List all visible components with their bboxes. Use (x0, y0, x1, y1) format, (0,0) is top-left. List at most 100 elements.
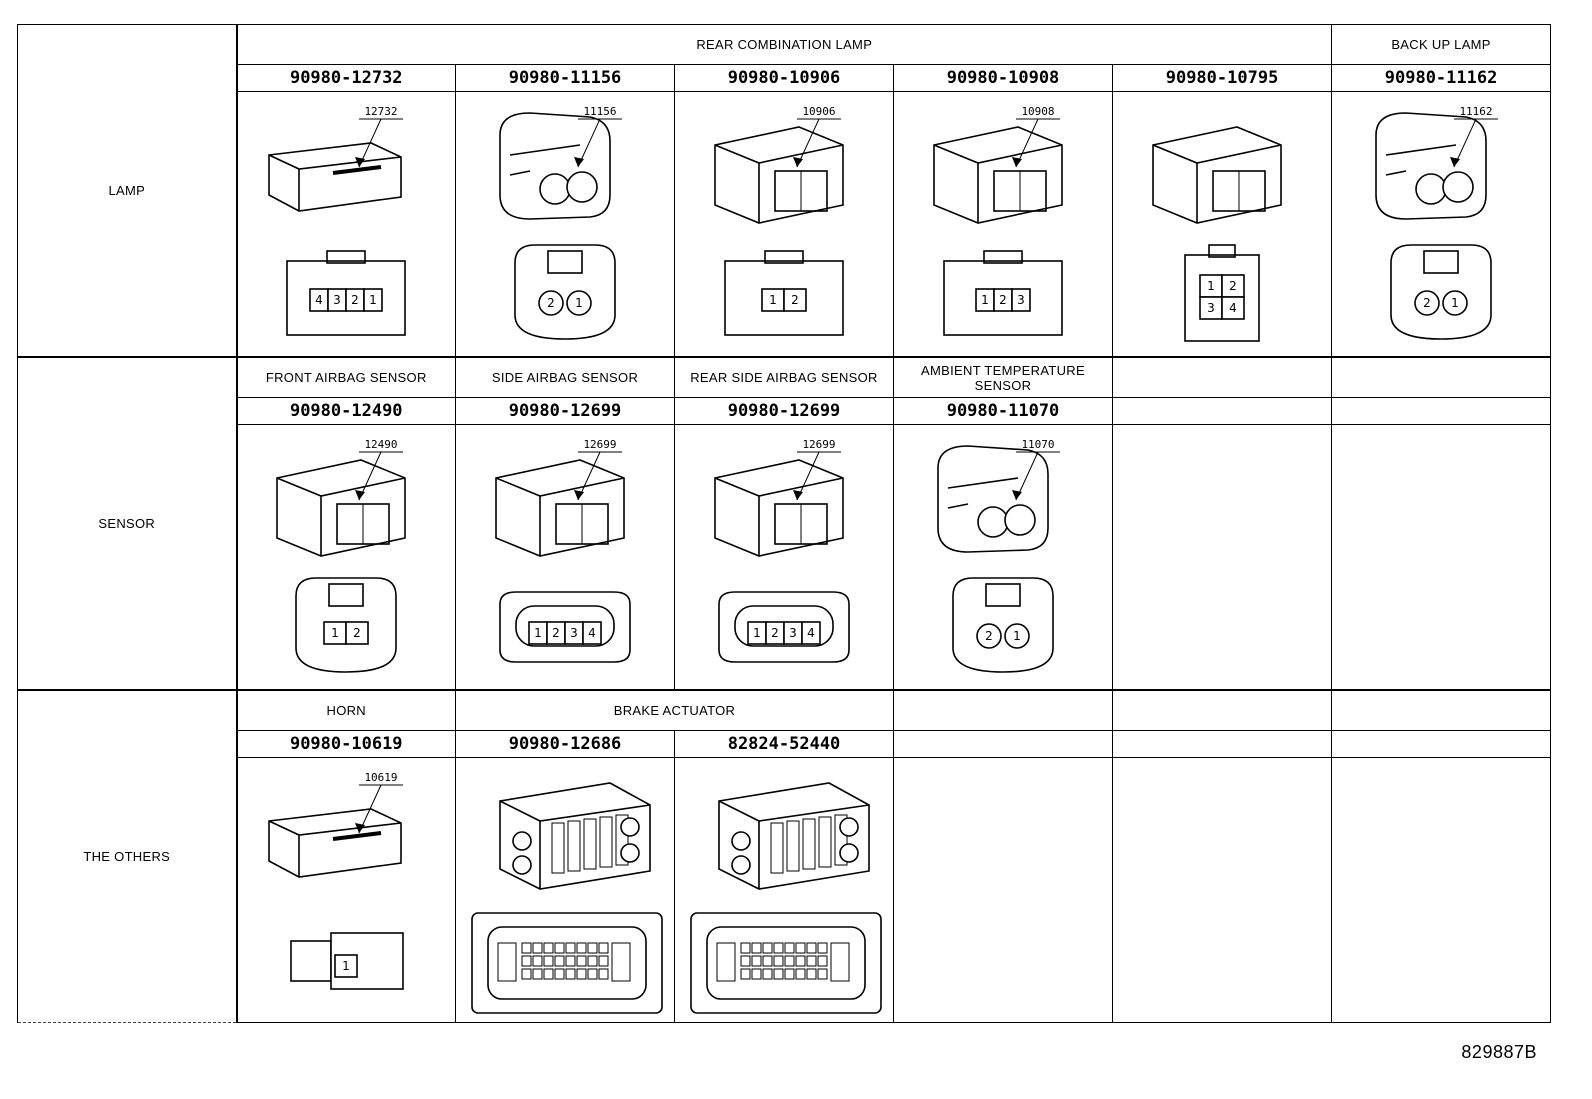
pin-number-label: 2 (351, 293, 359, 307)
group-label (1111, 689, 1333, 731)
pin-number-label: 3 (1207, 301, 1215, 315)
connector-illustration-cell (455, 757, 675, 1023)
part-callout-label: 10908 (1021, 105, 1054, 118)
pin-number-label: 2 (999, 293, 1007, 307)
group-label: BACK UP LAMP (1331, 24, 1552, 65)
connector-illustration-cell (674, 757, 894, 1023)
part-callout-label: 10619 (365, 771, 398, 784)
part-number (1331, 730, 1552, 758)
part-callout-label: 12699 (583, 438, 616, 451)
group-label: AMBIENT TEMPERATURE SENSOR (893, 356, 1113, 398)
part-number: 90980-10908 (893, 64, 1113, 92)
multi-pin-actuator-connector-icon (690, 782, 882, 1014)
group-label (1331, 356, 1552, 398)
pin-number-label: 4 (588, 626, 596, 640)
pin-number-label: 2 (1423, 296, 1431, 310)
pin-number-label: 3 (789, 626, 797, 640)
part-callout-label: 12490 (365, 438, 398, 451)
pin-number-label: 3 (1017, 293, 1025, 307)
group-label (1331, 689, 1552, 731)
part-number: 90980-10619 (236, 730, 456, 758)
part-number: 82824-52440 (674, 730, 894, 758)
multi-pin-actuator-connector-icon (471, 782, 663, 1014)
pin-number-label: 1 (331, 626, 339, 640)
pin-number-label: 1 (342, 959, 350, 973)
pin-number-label: 3 (333, 293, 341, 307)
pin-number-label: 1 (575, 296, 583, 310)
connector-illustration-cell: 11070 2 1 (893, 424, 1113, 691)
group-label (1111, 356, 1333, 398)
part-callout-label: 11162 (1459, 105, 1492, 118)
pin-number-label: 1 (534, 626, 542, 640)
connector-illustration-cell: 10619 1 (236, 757, 456, 1023)
part-number: 90980-11156 (455, 64, 675, 92)
part-callout-label: 11070 (1021, 438, 1054, 451)
round-2pin-connector-icon: 11070 2 1 (937, 438, 1060, 673)
category-label: SENSOR (17, 356, 238, 691)
pin-number-label: 4 (315, 293, 323, 307)
pin-number-label: 2 (547, 296, 555, 310)
part-number: 90980-11070 (893, 397, 1113, 425)
part-number (1331, 397, 1552, 425)
round-2pin-connector-icon: 11156 2 1 (499, 105, 622, 340)
part-number: 90980-11162 (1331, 64, 1552, 92)
part-callout-label: 10906 (802, 105, 835, 118)
document-id: 829887B (1461, 1042, 1537, 1062)
part-number (1111, 397, 1333, 425)
pin-number-label: 4 (807, 626, 815, 640)
group-label: REAR SIDE AIRBAG SENSOR (674, 356, 894, 398)
pin-number-label: 1 (369, 293, 377, 307)
category-label: LAMP (17, 24, 238, 358)
group-label: HORN (236, 689, 456, 731)
group-label: REAR COMBINATION LAMP (235, 24, 1333, 65)
part-number: 90980-12490 (236, 397, 456, 425)
pin-number-label: 3 (570, 626, 578, 640)
part-number: 90980-12699 (455, 397, 675, 425)
part-number: 90980-12699 (674, 397, 894, 425)
part-number: 90980-12732 (236, 64, 456, 92)
empty-cell (1111, 757, 1333, 1023)
pin-number-label: 2 (791, 293, 799, 307)
part-number: 90980-10906 (674, 64, 894, 92)
horn-1pin-connector-icon: 10619 1 (268, 771, 405, 990)
part-callout-label: 11156 (583, 105, 616, 118)
pin-number-label: 2 (552, 626, 560, 640)
group-label: BRAKE ACTUATOR (455, 689, 894, 731)
pin-number-label: 2 (353, 626, 361, 640)
pin-number-label: 2 (985, 629, 993, 643)
pin-number-label: 2 (771, 626, 779, 640)
category-label: THE OTHERS (17, 689, 238, 1023)
connector-illustration-cell: 11156 2 1 (455, 91, 675, 358)
part-number: 90980-12686 (455, 730, 675, 758)
group-label: FRONT AIRBAG SENSOR (236, 356, 456, 398)
pin-number-label: 1 (1207, 279, 1215, 293)
group-label (893, 689, 1113, 731)
part-number (893, 730, 1113, 758)
part-callout-label: 12732 (365, 105, 398, 118)
pin-number-label: 1 (981, 293, 989, 307)
empty-cell (1331, 424, 1552, 691)
pin-number-label: 4 (1229, 301, 1237, 315)
pin-number-label: 1 (753, 626, 761, 640)
part-number (1111, 730, 1333, 758)
pin-number-label: 2 (1229, 279, 1237, 293)
empty-cell (1331, 757, 1552, 1023)
part-callout-label: 12699 (802, 438, 835, 451)
pin-number-label: 1 (1013, 629, 1021, 643)
part-number: 90980-10795 (1111, 64, 1333, 92)
